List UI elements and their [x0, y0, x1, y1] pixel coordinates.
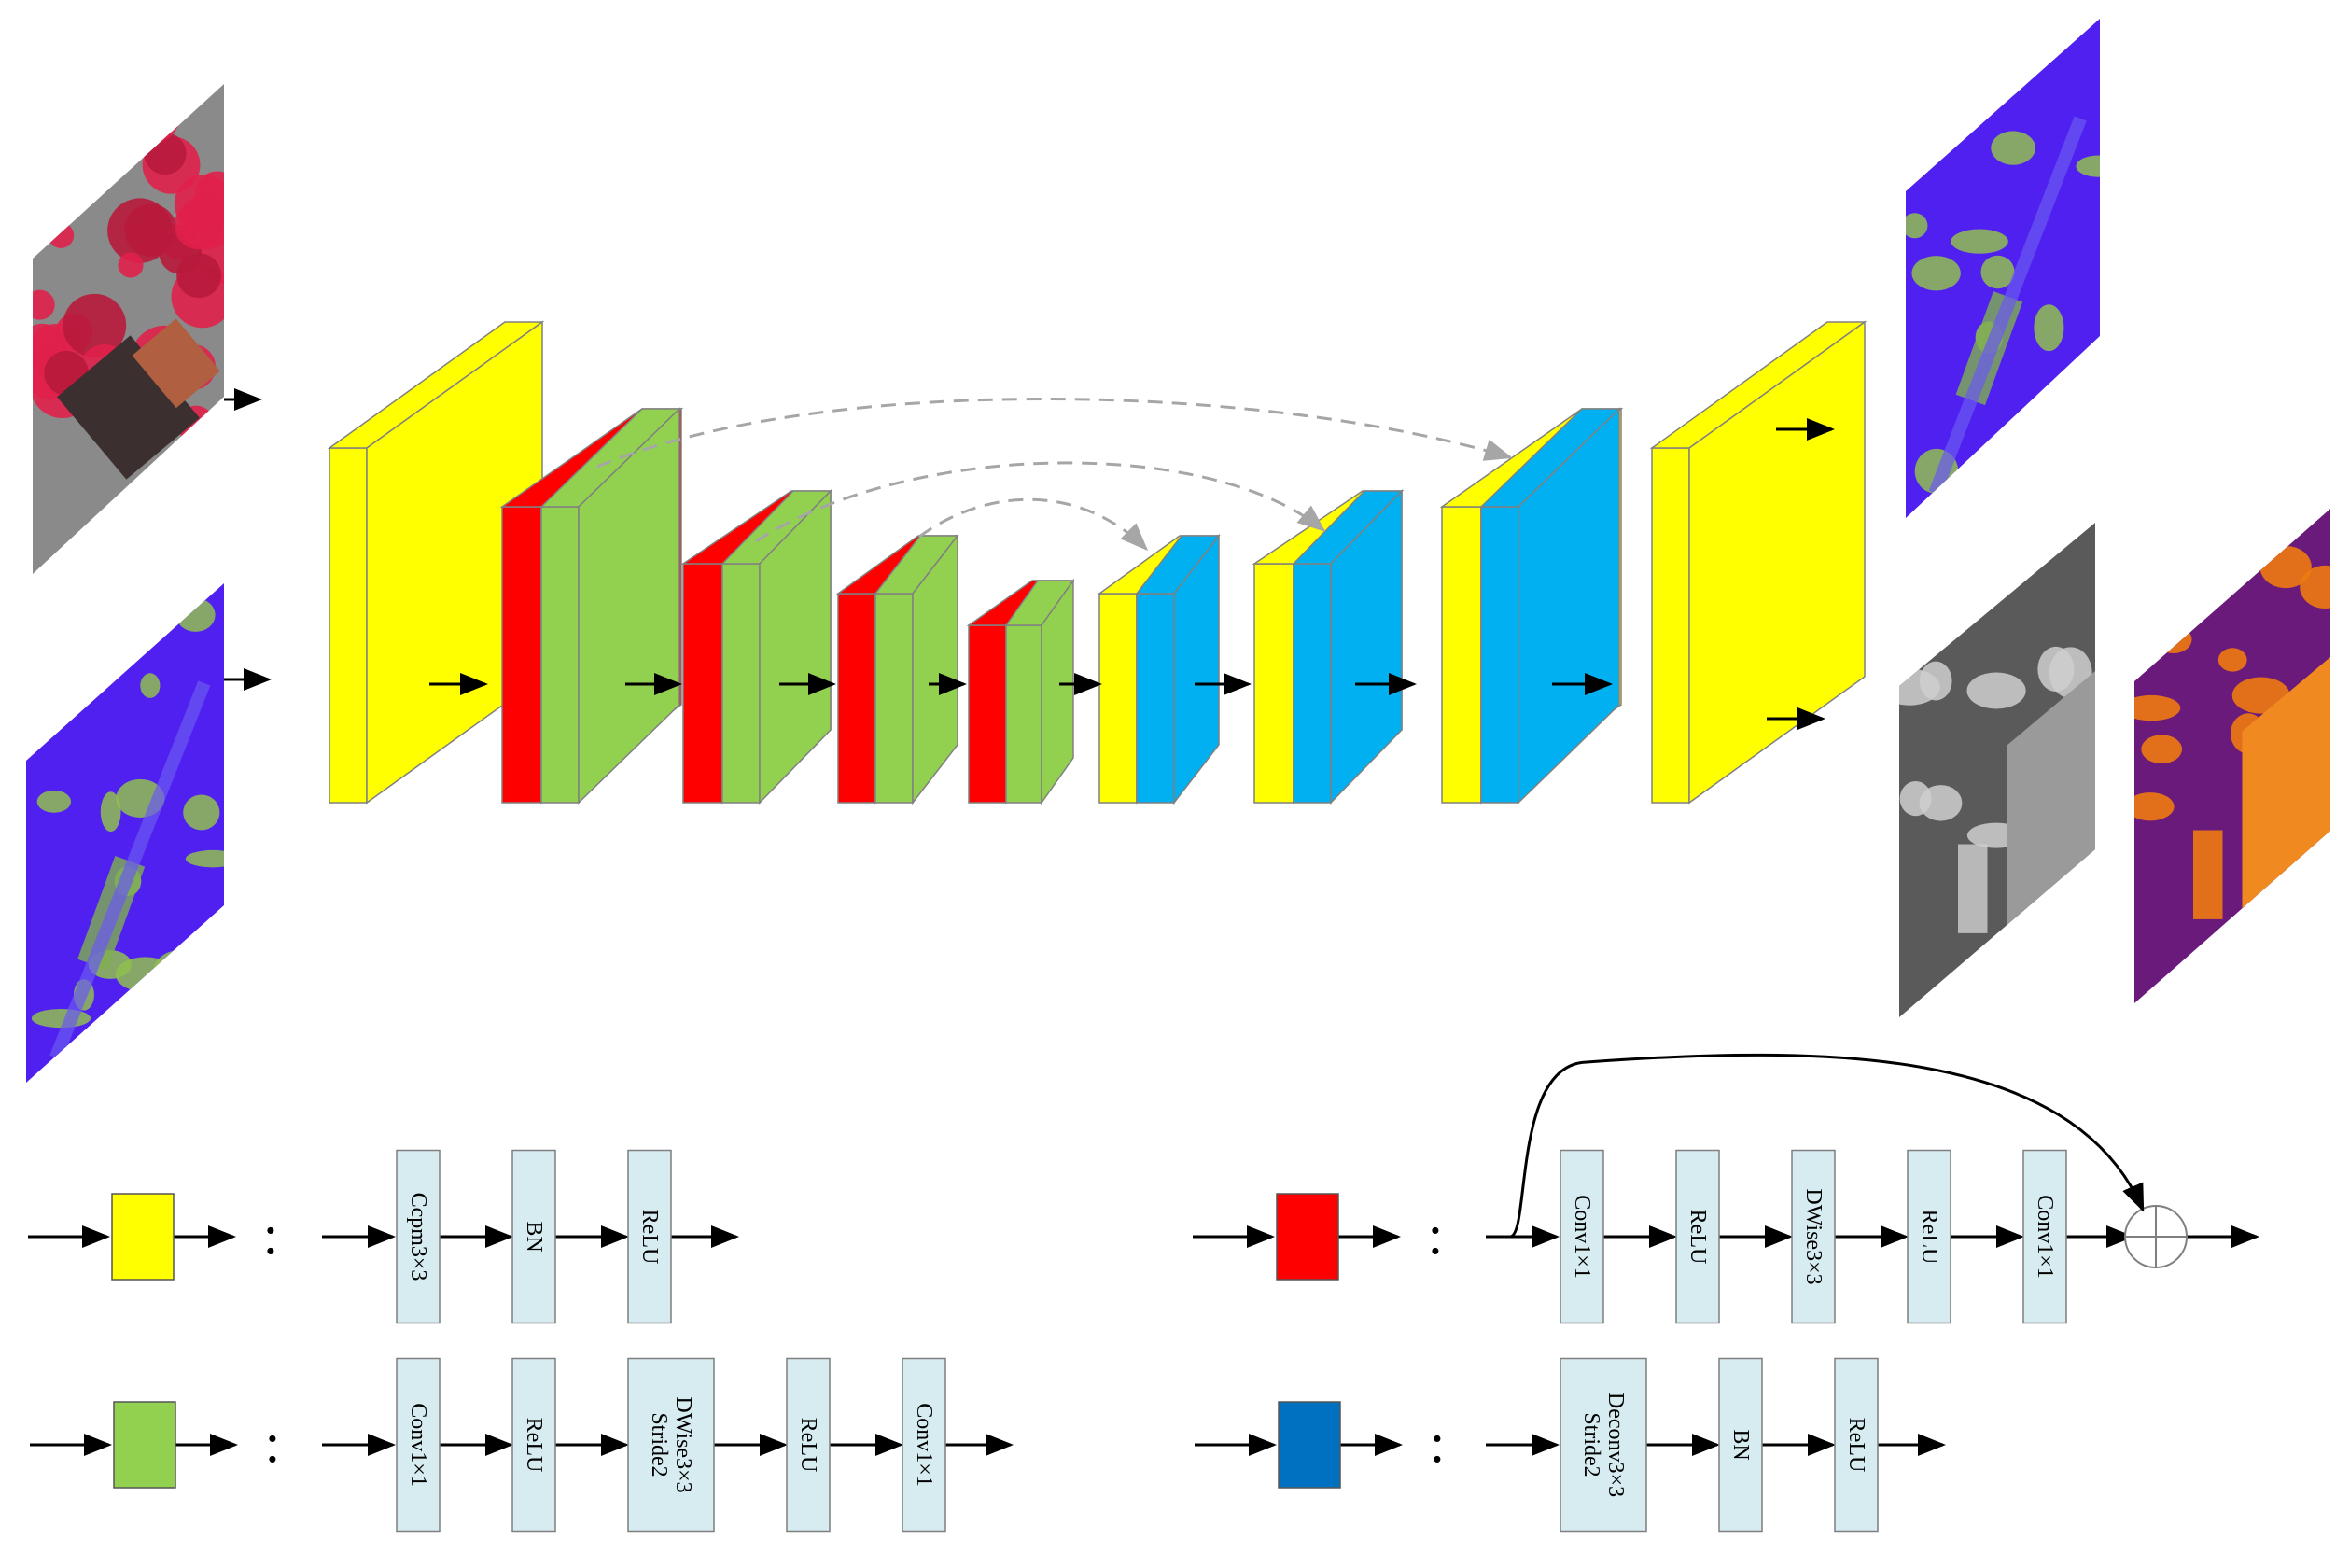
legend-red-op-1: Conv1×1 — [1560, 1149, 1604, 1324]
legend-blue-op-2: BN — [1718, 1357, 1763, 1533]
legend-green-op-3-label: DWise3×3 — [671, 1396, 695, 1492]
legend-green-op-1: Conv1×1 — [396, 1357, 441, 1533]
skip-connection-2 — [755, 461, 1326, 543]
legend-green-op-1-label: Conv1×1 — [406, 1403, 430, 1487]
legend-red-op-5-label: Conv1×1 — [2033, 1195, 2057, 1279]
block-yellow-input — [327, 320, 545, 805]
legend-red-swatch — [1276, 1193, 1339, 1281]
block-yellow-output — [1649, 320, 1867, 805]
legend-green-op-4: ReLU — [786, 1357, 831, 1533]
output-height-colormap-image — [2134, 509, 2330, 1003]
input-elevation-image — [26, 583, 224, 1083]
legend-green-swatch — [113, 1401, 176, 1489]
block-encoder-3-green — [874, 533, 959, 805]
block-decoder-2-cyan — [1292, 489, 1404, 805]
block-encoder-2-green — [720, 489, 832, 805]
legend-red-op-4: ReLU — [1907, 1149, 1951, 1324]
legend-green-op-3-label: Stride2 — [647, 1412, 671, 1477]
output-height-grayscale-image — [1899, 523, 2095, 1017]
legend-red-op-2-label: ReLU — [1686, 1210, 1710, 1265]
skip-connection-1 — [596, 398, 1513, 469]
output-segmentation-image — [1906, 19, 2100, 518]
residual-skip-arrow — [1509, 1053, 2145, 1239]
legend-yellow-op-1-label: Ccpm3×3 — [406, 1193, 430, 1281]
legend-blue-op-1-label: Deconv3×3 — [1603, 1393, 1628, 1497]
legend-red-op-4-label: ReLU — [1917, 1210, 1941, 1265]
legend-green-op-5: Conv1×1 — [902, 1357, 946, 1533]
skip-connection-3 — [918, 497, 1149, 552]
flow-arrows — [28, 388, 2259, 1456]
legend-blue-op-3: ReLU — [1834, 1357, 1879, 1533]
block-decoder-3-cyan — [1479, 407, 1621, 805]
block-encoder-1-green — [539, 407, 681, 805]
legend-red-op-3-label: DWise3×3 — [1801, 1188, 1825, 1284]
legend-red-op-5: Conv1×1 — [2022, 1149, 2067, 1324]
legend-green-op-4-label: ReLU — [796, 1418, 820, 1473]
network-blocks — [327, 320, 1867, 805]
legend-red-op-3: DWise3×3 — [1791, 1149, 1836, 1324]
legend-blue-swatch — [1278, 1401, 1341, 1489]
legend-yellow-op-2-label: BN — [522, 1221, 546, 1252]
legend-red-op-2: ReLU — [1675, 1149, 1720, 1324]
block-decoder-1-cyan — [1135, 533, 1221, 805]
legend-yellow-op-3: ReLU — [627, 1149, 672, 1324]
legend-yellow-op-1: Ccpm3×3 — [396, 1149, 441, 1324]
legend-green-colon: : — [265, 1412, 281, 1474]
residual-add-node — [2124, 1205, 2188, 1268]
legend-blue-op-2-label: BN — [1728, 1429, 1753, 1460]
legend-yellow-colon: : — [263, 1204, 279, 1266]
input-infrared-image — [33, 84, 224, 574]
legend-yellow-swatch — [111, 1193, 175, 1281]
legend-yellow-op-2: BN — [511, 1149, 556, 1324]
legend-red-colon: : — [1428, 1204, 1444, 1266]
block-encoder-4-green — [1004, 578, 1075, 805]
legend-blue-colon: : — [1430, 1412, 1446, 1474]
legend-yellow-op-3-label: ReLU — [637, 1210, 662, 1265]
legend-green-op-5-label: Conv1×1 — [912, 1403, 936, 1487]
legend-green-op-2-label: ReLU — [522, 1418, 546, 1473]
legend-blue-op-1-label: Stride2 — [1579, 1412, 1603, 1477]
legend-red-op-1-label: Conv1×1 — [1570, 1195, 1594, 1279]
legend-blue-op-3-label: ReLU — [1844, 1418, 1868, 1473]
legend-green-op-2: ReLU — [511, 1357, 556, 1533]
